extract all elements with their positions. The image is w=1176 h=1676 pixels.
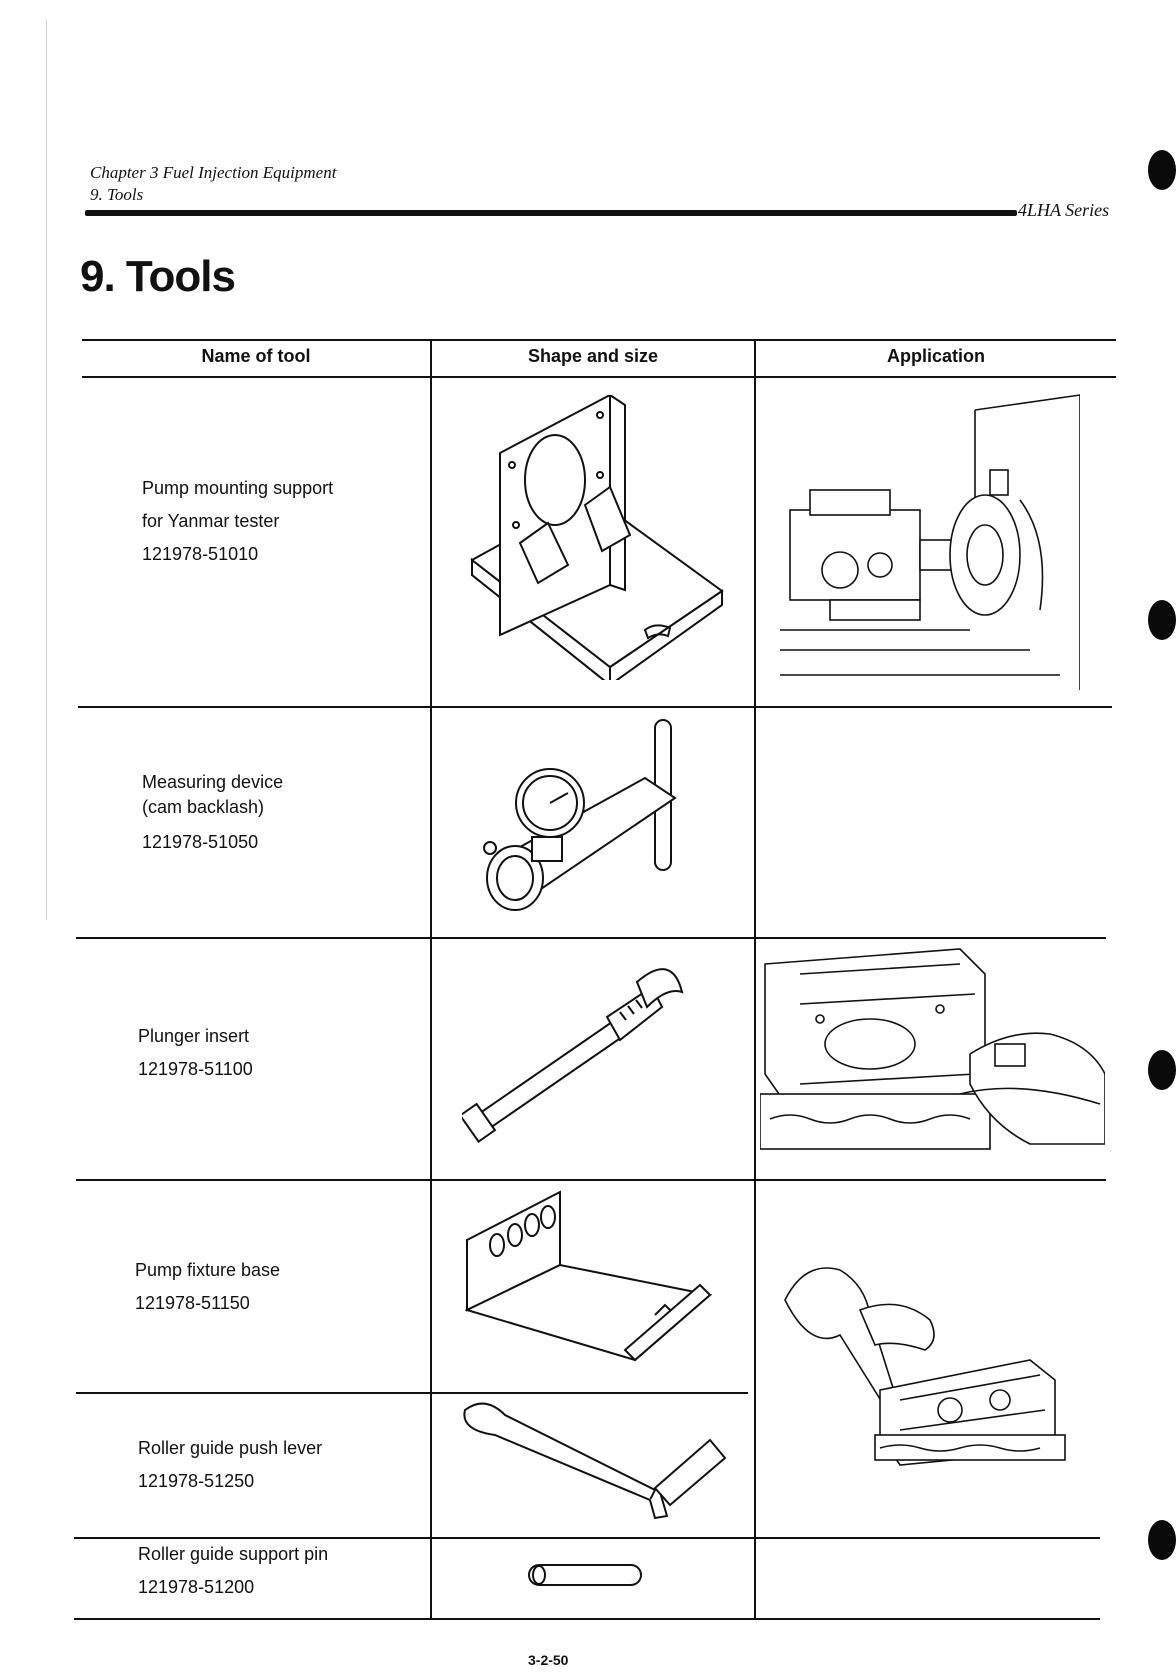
column-divider <box>754 339 756 1620</box>
roller-guide-push-lever-drawing <box>455 1400 735 1530</box>
series-label: 4LHA Series <box>1018 200 1110 220</box>
plunger-insert-application-illustration <box>760 944 1105 1162</box>
table-top-rule <box>82 339 1116 341</box>
column-header-application: Application <box>887 346 985 366</box>
roller-guide-support-pin-drawing <box>525 1560 645 1590</box>
pump-on-tester-illustration <box>780 390 1080 690</box>
section-title: 9. Tools <box>90 185 144 204</box>
measuring-device-drawing <box>480 718 690 918</box>
row-divider <box>74 1537 1100 1539</box>
row-divider <box>78 706 1112 708</box>
table-row-name: Pump fixture base 121978-51150 <box>135 1260 281 1313</box>
roller-guide-application-illustration <box>780 1250 1070 1475</box>
table-row-name: Plunger insert 121978-51100 <box>138 1026 253 1079</box>
row-divider <box>76 1392 748 1394</box>
table-bottom-rule <box>74 1618 1100 1620</box>
punch-hole <box>1148 600 1176 640</box>
header-rule <box>85 210 1017 216</box>
table-row-name: Roller guide support pin 121978-51200 <box>138 1544 329 1597</box>
column-header-shape: Shape and size <box>527 346 659 366</box>
table-row-name: Pump mounting support for Yanmar tester … <box>142 478 334 564</box>
column-header-name: Name of tool <box>201 346 311 366</box>
punch-hole <box>1148 1050 1176 1090</box>
pump-mounting-support-drawing <box>460 395 730 680</box>
row-divider <box>76 937 1106 939</box>
pump-fixture-base-drawing <box>465 1190 720 1370</box>
page-number: 3-2-50 <box>528 1652 569 1668</box>
table-header-rule <box>82 376 1116 378</box>
table-row-name: Measuring device (cam backlash) 121978-5… <box>142 772 284 852</box>
binder-margin-line <box>46 20 47 920</box>
column-divider <box>430 339 432 1620</box>
table-row-name: Roller guide push lever 121978-51250 <box>138 1438 323 1491</box>
punch-hole <box>1148 150 1176 190</box>
page-title: 9. Tools <box>80 252 236 301</box>
row-divider <box>76 1179 1106 1181</box>
plunger-insert-drawing <box>462 962 712 1152</box>
running-header: Chapter 3 Fuel Injection Equipment 9. To… <box>90 162 336 206</box>
punch-hole <box>1148 1520 1176 1560</box>
chapter-title: Chapter 3 Fuel Injection Equipment <box>90 163 337 182</box>
